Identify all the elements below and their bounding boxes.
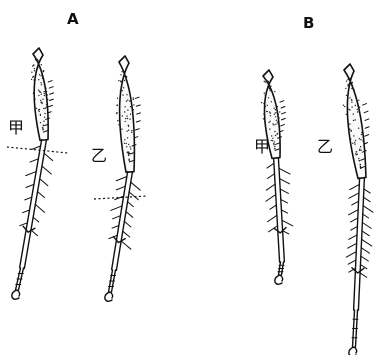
panel-a-leg-1-label: 甲 — [8, 118, 24, 137]
tibia-outline — [20, 140, 47, 269]
claw — [349, 347, 357, 355]
panel-b-leg-2 — [343, 64, 373, 355]
tibia-spur — [113, 237, 125, 243]
panel-b-label: B — [303, 14, 314, 32]
panel-a-leg-1-cut-line — [7, 147, 68, 153]
tibia-spines — [346, 184, 373, 277]
panel-a-label: A — [67, 10, 79, 28]
panel-a-leg-2-label: 乙 — [91, 146, 107, 165]
panel-b-leg-1 — [261, 70, 293, 284]
tibia-outline — [112, 172, 133, 271]
panel-a-leg-2-cut-line — [94, 196, 148, 199]
panel-a-leg-1 — [12, 48, 54, 299]
claw — [105, 292, 113, 301]
panel-a-leg-2 — [105, 56, 141, 301]
claw — [275, 275, 283, 284]
claw — [12, 290, 20, 299]
panel-b-leg-2-label: 乙 — [317, 137, 333, 156]
femur-outline — [119, 56, 134, 172]
tibia-outline — [274, 158, 285, 262]
femur-outline — [33, 48, 48, 140]
tibia-spur — [352, 268, 364, 273]
tibia-spines — [20, 146, 53, 236]
